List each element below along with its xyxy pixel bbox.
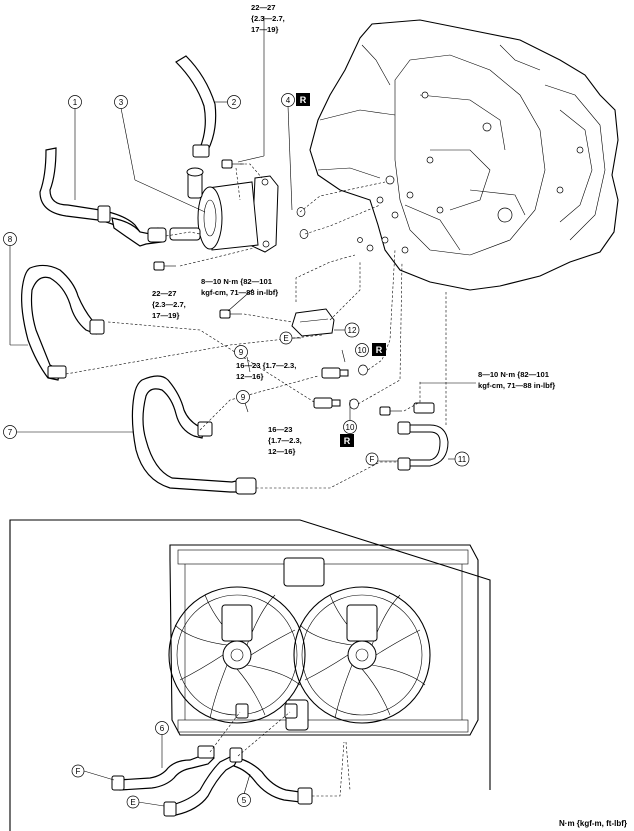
replace-badge-4: R [296,93,310,106]
radiator-fan-left [168,586,306,724]
svg-text:F: F [76,767,81,776]
svg-text:kgf-cm, 71—88 in-lbf}: kgf-cm, 71—88 in-lbf} [478,381,555,390]
bolts [153,159,402,416]
hose-2 [175,55,217,158]
torque-spec-cooler-bottom: 22—27 {2.3—2.7, 17—19} [152,289,186,320]
svg-text:kgf-cm, 71—88 in-lbf}: kgf-cm, 71—88 in-lbf} [201,288,278,297]
oil-cooler [169,167,279,253]
svg-text:R: R [376,345,383,355]
svg-text:17—19}: 17—19} [251,25,278,34]
svg-text:F: F [370,455,375,464]
svg-text:6: 6 [160,724,165,733]
callout-2: 2 [227,95,241,109]
pipe-11 [397,402,449,471]
callout-1: 1 [68,95,82,109]
section-divider [9,519,491,831]
callout-5: 5 [237,793,251,807]
hose-8 [21,264,105,381]
callout-e-lower: E [126,795,140,809]
lower-connection-lines [209,711,351,797]
svg-text:16—23 {1.7—2.3,: 16—23 {1.7—2.3, [236,361,296,370]
leader-lines [9,16,476,807]
callout-7: 7 [3,425,17,439]
callout-11: 11 [454,451,470,467]
callout-4: 4 [281,93,295,107]
replace-badges: R R R [296,93,386,447]
hose-7 [131,375,257,495]
callout-e-upper: E [279,331,293,345]
svg-text:22—27: 22—27 [251,3,276,12]
svg-text:8: 8 [8,235,13,244]
callout-8: 8 [3,232,17,246]
svg-text:E: E [283,334,288,343]
svg-text:7: 7 [8,428,13,437]
svg-text:17—19}: 17—19} [152,311,179,320]
bracket-12 [291,308,335,337]
svg-text:2: 2 [232,98,237,107]
svg-text:1: 1 [73,98,78,107]
svg-text:5: 5 [242,796,247,805]
svg-text:{2.3—2.7,: {2.3—2.7, [152,300,186,309]
svg-text:8—10 N·m {82—101: 8—10 N·m {82—101 [201,277,273,286]
svg-text:R: R [300,95,307,105]
svg-text:R: R [344,436,351,446]
hose-1 [39,147,167,247]
hose-6 [111,745,215,791]
torque-spec-fitting-upper: 16—23 {1.7—2.3, 12—16} [236,361,296,381]
svg-text:12—16}: 12—16} [268,447,295,456]
svg-text:11: 11 [458,455,467,464]
units-note: N·m {kgf-m, ft-lbf} [559,819,627,828]
torque-spec-fitting-lower: 16—23 {1.7—2.3, 12—16} [268,425,302,456]
svg-text:10: 10 [346,423,355,432]
svg-text:9: 9 [241,393,246,402]
torque-spec-pipe: 8—10 N·m {82—101 kgf-cm, 71—88 in-lbf} [478,370,555,390]
torque-spec-top: 22—27 {2.3—2.7, 17—19} [251,3,285,34]
radiator-fan-right [293,586,431,724]
svg-text:8—10 N·m {82—101: 8—10 N·m {82—101 [478,370,550,379]
svg-text:12: 12 [348,326,357,335]
fittings-9 [313,367,349,409]
callout-9-upper: 9 [234,345,248,359]
seal-rings [296,207,368,410]
replace-badge-10-lower: R [340,434,354,447]
replace-badge-10-upper: R [372,343,386,356]
callout-10-upper: 10 [355,343,369,357]
torque-spec-bracket: 8—10 N·m {82—101 kgf-cm, 71—88 in-lbf} [201,277,278,297]
callout-6: 6 [155,721,169,735]
svg-text:E: E [130,798,135,807]
transaxle-housing [309,19,619,291]
callout-12: 12 [344,322,360,338]
svg-text:16—23: 16—23 [268,425,293,434]
callout-10-lower: 10 [343,420,357,434]
svg-text:10: 10 [358,346,367,355]
svg-text:{2.3—2.7,: {2.3—2.7, [251,14,285,23]
svg-text:4: 4 [286,96,291,105]
callout-9-lower: 9 [236,390,250,404]
hose-5 [163,747,313,817]
callout-3: 3 [114,95,128,109]
svg-text:9: 9 [239,348,244,357]
svg-text:3: 3 [119,98,124,107]
svg-text:22—27: 22—27 [152,289,177,298]
callout-f-lower: F [71,764,85,778]
radiator-assembly [168,544,479,736]
callout-markers: 1 2 3 4 8 7 12 9 9 10 10 11 6 5 E E F F [3,93,470,809]
svg-text:{1.7—2.3,: {1.7—2.3, [268,436,302,445]
callout-f-upper: F [365,452,379,466]
svg-text:12—16}: 12—16} [236,372,263,381]
